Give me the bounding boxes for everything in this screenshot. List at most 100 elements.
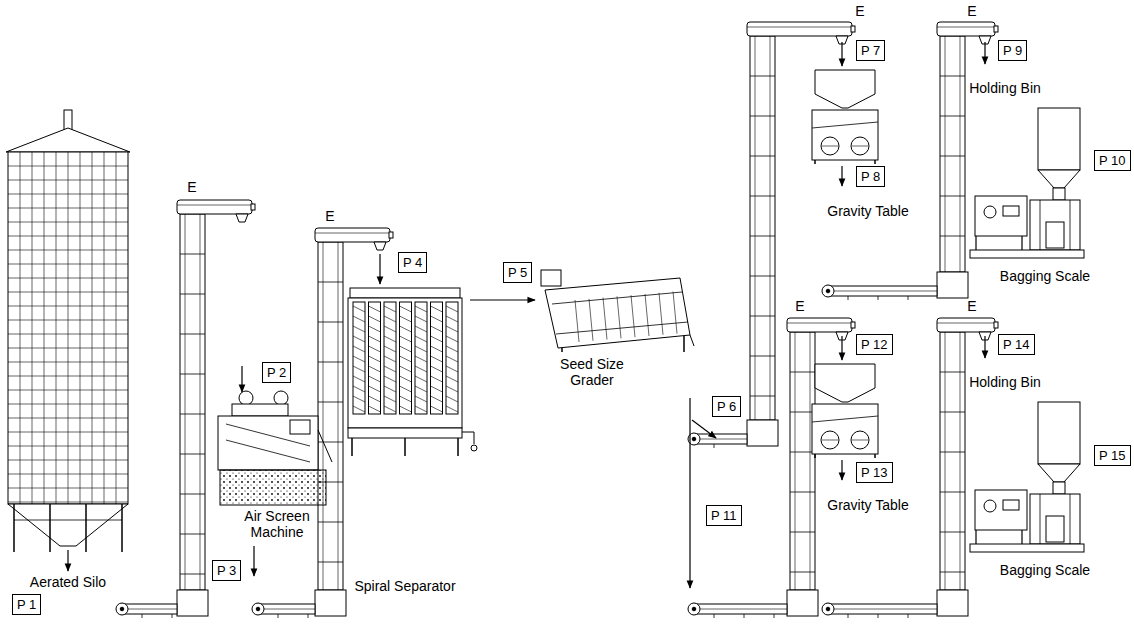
elevator-head [177, 200, 252, 214]
elevator-joint [940, 452, 965, 453]
spiral-flight [415, 386, 427, 392]
elevator-head-nub [994, 322, 998, 328]
gravity-table-fan [821, 431, 839, 449]
conveyor-pulley [822, 603, 834, 615]
elevator-head-line [315, 233, 390, 234]
spiral-flight [400, 376, 412, 382]
spiral-flight [353, 366, 365, 372]
spiral-flight [400, 356, 412, 362]
spiral-flight [400, 336, 412, 342]
grader-screen-bar [575, 300, 579, 342]
elevator-head-line [787, 323, 852, 324]
silo-panel-line [8, 250, 128, 251]
grader-screen-bar [645, 294, 649, 336]
grader-screen-bar [673, 292, 677, 334]
grader-screen-bar [589, 299, 593, 341]
grader-rail [556, 322, 688, 334]
feed-conveyor-belt [694, 439, 747, 440]
silo-panel-line [8, 320, 128, 321]
cleaner-discharge-chute [318, 430, 332, 462]
elevator-joint [318, 562, 343, 563]
spiral-manifold [348, 428, 462, 438]
gravity-table-leg [814, 160, 816, 164]
spiral-flight [446, 336, 458, 342]
feed-conveyor [828, 604, 937, 614]
silo-brace [14, 520, 122, 521]
bagging-scale-leg [1021, 236, 1022, 250]
spiral-flight [384, 386, 396, 392]
elevator-boot [787, 590, 818, 616]
silo-panel-line [8, 222, 128, 223]
bagging-scale-column [1070, 494, 1071, 544]
elevator-joint [790, 412, 815, 413]
elevator-joint [940, 572, 965, 573]
spiral-flight [446, 386, 458, 392]
elevator-leg [318, 242, 343, 590]
process-point-box: P 8 [856, 166, 885, 187]
elevator-boot [177, 590, 208, 616]
elevator-joint [750, 356, 775, 357]
elevator-joint [940, 116, 965, 117]
spiral-flight [369, 386, 381, 392]
process-point-box: P 2 [262, 362, 291, 383]
elevator-mark: E [962, 298, 982, 314]
point-number: P 13 [861, 465, 888, 480]
flow-arrow [841, 42, 842, 66]
elevator-casing-line [770, 36, 771, 420]
equipment-name: Gravity Table [808, 203, 928, 219]
elevator-boot [937, 272, 968, 298]
silo-panel-line [8, 180, 128, 181]
conveyor-pulley [116, 603, 128, 615]
equipment-name: Aerated Silo [3, 574, 133, 590]
elevator-joint [940, 196, 965, 197]
holding-bin-cone [1038, 170, 1080, 188]
silo-panel-line [8, 278, 128, 279]
elevator-boot [937, 590, 968, 616]
spiral-flight [369, 366, 381, 372]
silo-panel-line [8, 404, 128, 405]
elevator-head-line [937, 323, 995, 324]
holding-bin [1038, 402, 1080, 464]
spiral-flight [369, 306, 381, 312]
elevator-joint [318, 362, 343, 363]
point-number: P 15 [1099, 448, 1126, 463]
spiral-flight [415, 396, 427, 402]
gravity-table-fan [821, 137, 839, 155]
spiral-flight [384, 326, 396, 332]
spiral-flight [369, 326, 381, 332]
elevator-joint [750, 156, 775, 157]
bag-conveyor [970, 250, 1084, 258]
spiral-flight [400, 326, 412, 332]
equipment-name: Spiral Separator [330, 578, 480, 594]
bagging-scale-control [975, 490, 1027, 530]
spiral-flight [384, 336, 396, 342]
spiral-flight [400, 346, 412, 352]
point-number: P 9 [1003, 43, 1022, 58]
conveyor-support [878, 614, 879, 618]
spiral-flight [431, 346, 443, 352]
process-point-box: P 1 [12, 594, 41, 615]
equipment-name: Seed Size Grader [552, 356, 632, 388]
elevator-casing-line [945, 36, 946, 272]
cleaner-motor [239, 391, 253, 405]
spiral-column [353, 302, 365, 414]
silo-panel-line [80, 152, 81, 504]
spiral-flight [353, 346, 365, 352]
conveyor-support [714, 614, 715, 618]
elevator-mark: E [182, 179, 202, 195]
spiral-flight [384, 376, 396, 382]
spiral-column [400, 302, 412, 414]
grader-screen-bar [603, 298, 607, 340]
grader-hopper [541, 270, 561, 286]
conveyor-pulley-hub [692, 607, 696, 611]
cleaner-motor [274, 391, 288, 405]
silo-panel-line [8, 446, 128, 447]
elevator-joint [790, 532, 815, 533]
elevator-leg [940, 332, 965, 590]
spiral-flight [431, 406, 443, 412]
elevator-head [787, 318, 852, 332]
bagging-scale-column [1040, 494, 1041, 544]
spiral-flight [446, 346, 458, 352]
silo-panel-line [8, 334, 128, 335]
